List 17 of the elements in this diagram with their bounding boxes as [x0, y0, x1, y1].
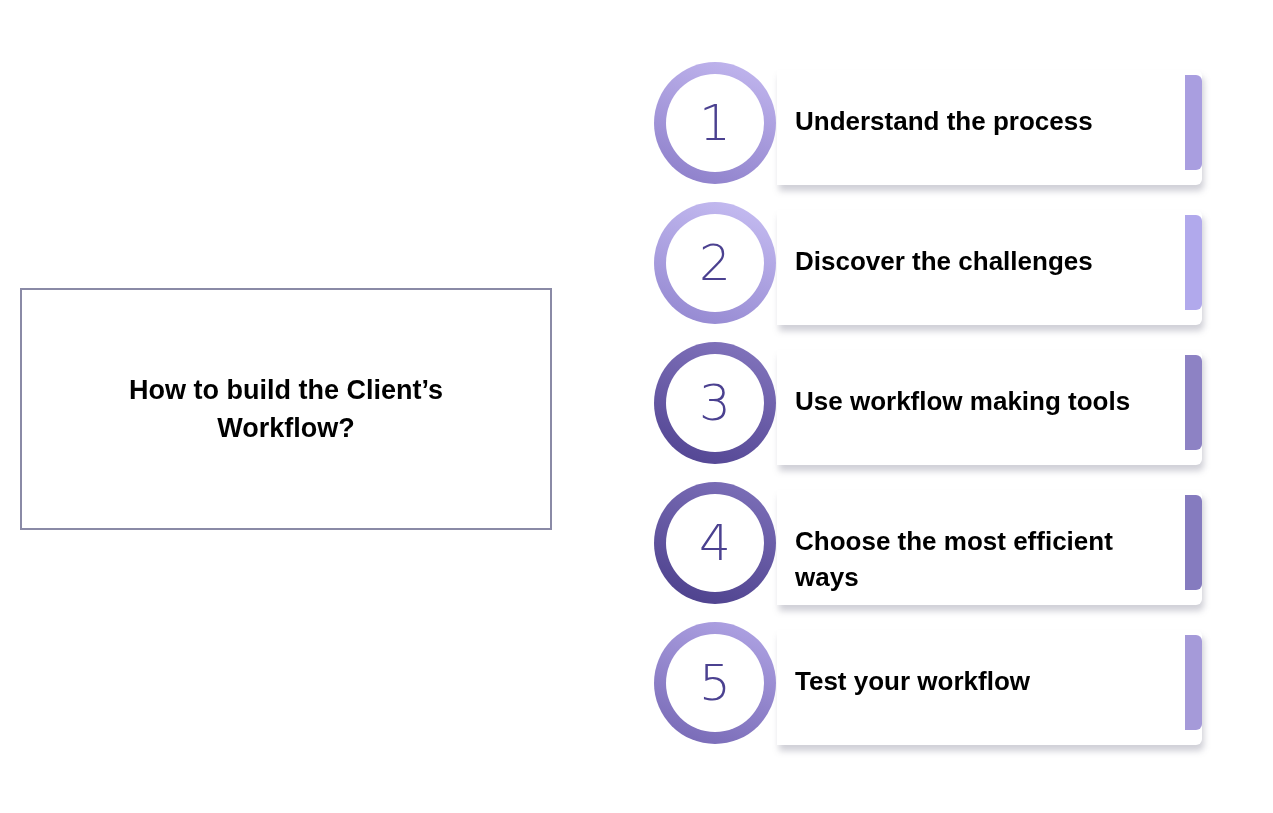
step-number: 5	[699, 658, 731, 708]
title-box	[20, 288, 552, 530]
step-number: 3	[699, 378, 731, 428]
step-card	[777, 350, 1202, 465]
step-label: Use workflow making tools	[795, 385, 1131, 418]
step-label: Test your workflow	[795, 665, 1030, 698]
step-label: Understand the process	[795, 105, 1093, 138]
step-number: 1	[699, 98, 731, 148]
step-card	[777, 210, 1202, 325]
step-card	[777, 70, 1202, 185]
title-text: How to build the Client’s Workflow?	[128, 374, 444, 445]
step-card	[777, 490, 1202, 605]
step-number: 2	[699, 238, 731, 288]
step-number: 4	[699, 518, 731, 568]
step-label: Discover the challenges	[795, 245, 1093, 278]
step-label: Choose the most efficient ways	[795, 525, 1114, 594]
step-card	[777, 630, 1202, 745]
